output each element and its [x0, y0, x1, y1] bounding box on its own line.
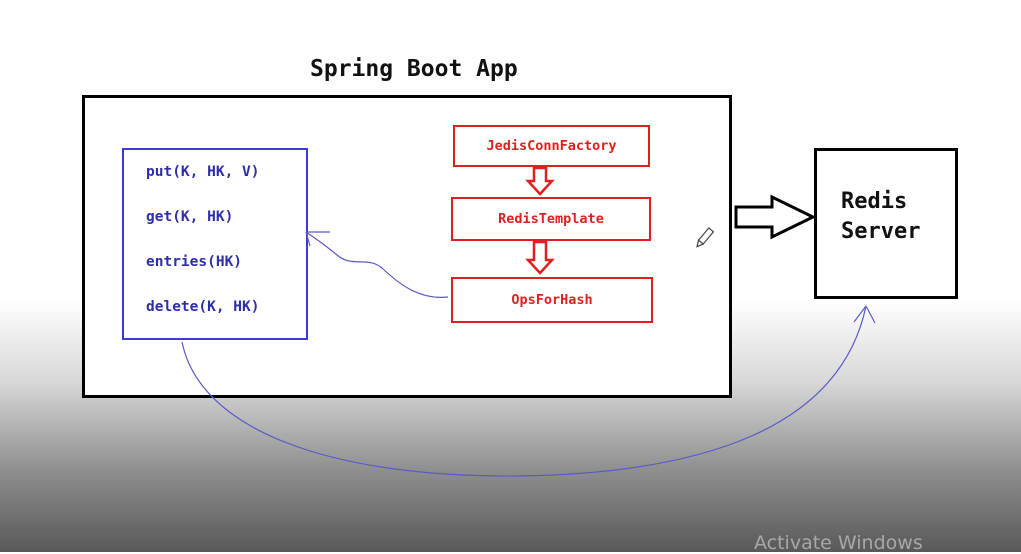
server-label-line1: Redis: [841, 189, 908, 214]
annotation-arrowhead-ops: [305, 231, 330, 247]
jedis-conn-factory-box: JedisConnFactory: [453, 125, 650, 167]
operation-entries: entries(HK): [146, 254, 243, 270]
annotation-curve-ops: [305, 231, 449, 298]
spring-boot-app-box: [82, 95, 732, 398]
operation-get: get(K, HK): [146, 209, 234, 225]
operation-put: put(K, HK, V): [146, 164, 260, 180]
activate-windows-watermark: Activate Windows: [754, 532, 923, 554]
redis-template-box: RedisTemplate: [451, 197, 651, 241]
hash-operations-box: put(K, HK, V) get(K, HK) entries(HK) del…: [122, 148, 308, 340]
redis-server-box: Redis Server: [814, 148, 958, 299]
annotation-curve-server: [181, 305, 867, 477]
server-label-line2: Server: [841, 219, 921, 244]
app-to-server-arrow: [734, 194, 817, 240]
chain-arrow-2: [525, 240, 555, 275]
annotation-arrowhead-server: [853, 305, 876, 324]
ops-for-hash-box: OpsForHash: [451, 277, 653, 323]
pencil-icon: [696, 227, 715, 248]
chain-arrow-1: [525, 166, 555, 196]
operation-delete: delete(K, HK): [146, 299, 260, 315]
diagram-title: Spring Boot App: [310, 56, 518, 82]
